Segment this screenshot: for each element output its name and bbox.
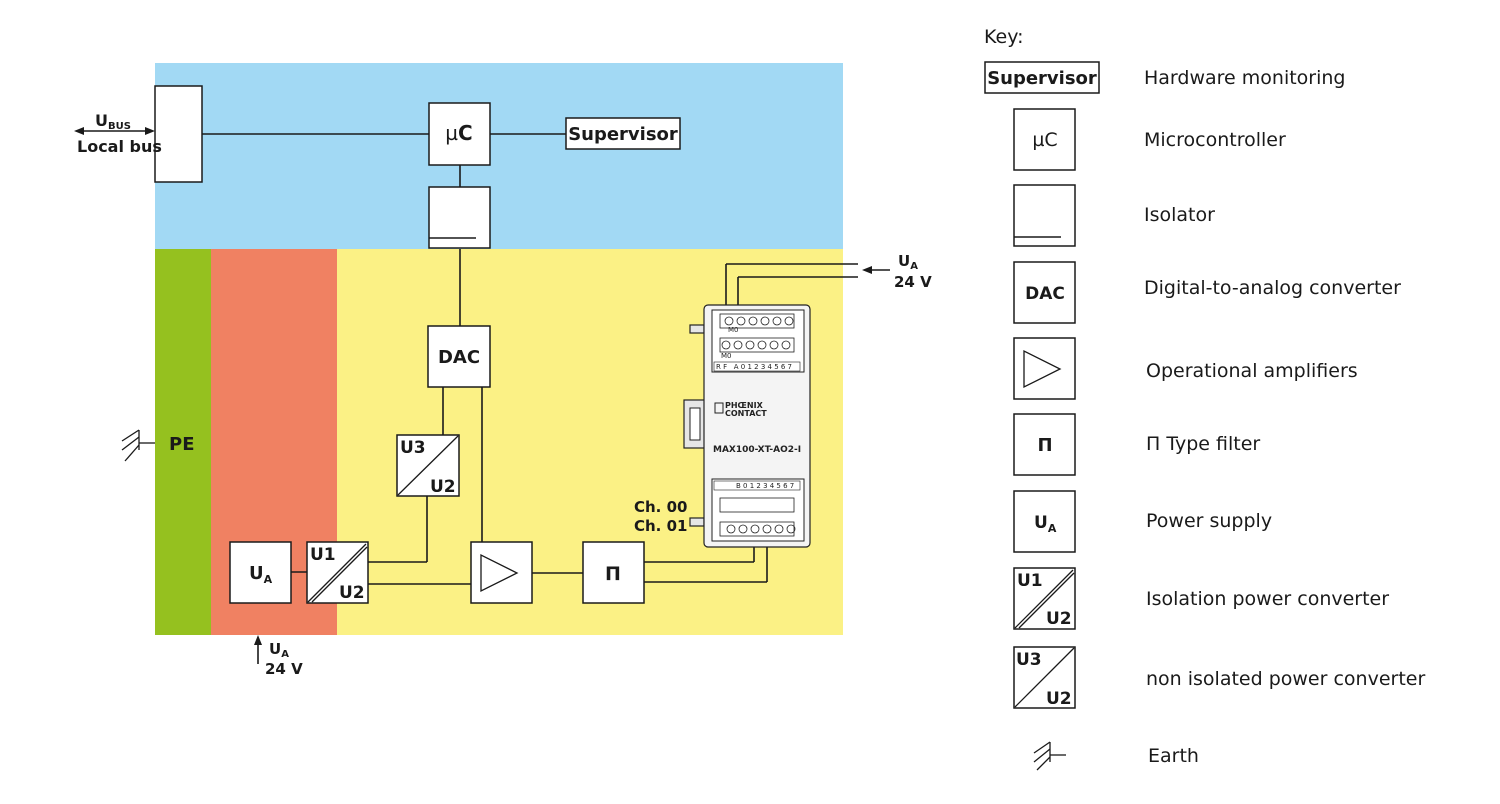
legend-label-opamp: Operational amplifiers	[1146, 360, 1358, 382]
local-bus-voltage: UBUS	[95, 111, 131, 132]
legend-opamp-symbol	[1013, 337, 1076, 400]
supply-right-arrow	[862, 266, 890, 274]
filter-label: Π	[605, 563, 621, 585]
svg-text:CONTACT: CONTACT	[725, 409, 767, 418]
filter-block	[582, 541, 645, 604]
svg-text:U2: U2	[1046, 609, 1072, 629]
svg-text:M0: M0	[721, 352, 732, 360]
svg-text:U3: U3	[1016, 650, 1042, 670]
legend-dac-symbol	[1013, 261, 1076, 324]
isolated-converter-bottom: U2	[339, 583, 365, 603]
legend-filter-symbol	[1013, 413, 1076, 476]
channel-label-01: Ch. 01	[634, 517, 687, 535]
local-bus-arrow	[74, 127, 155, 135]
svg-text:Supervisor: Supervisor	[987, 68, 1097, 89]
legend-label-earth: Earth	[1148, 745, 1199, 767]
local-bus-block	[154, 85, 203, 183]
power-supply-block	[229, 541, 292, 604]
legend-label-dac: Digital-to-analog converter	[1144, 277, 1401, 299]
earth-icon	[121, 429, 155, 462]
supply-bottom-voltage: 24 V	[265, 660, 303, 678]
logic-zone	[155, 63, 843, 249]
supply-bottom-arrow	[254, 635, 262, 664]
dac-label: DAC	[438, 347, 480, 368]
microcontroller-block	[428, 102, 491, 166]
svg-text:DAC: DAC	[1025, 284, 1065, 304]
dac-block	[427, 325, 491, 388]
channel-label-00: Ch. 00	[634, 498, 687, 516]
svg-text:Π: Π	[1037, 435, 1052, 456]
supply-right-label: UA	[898, 252, 918, 272]
svg-text:B 0 1 2 3 4 5 6 7: B 0 1 2 3 4 5 6 7	[736, 482, 794, 490]
svg-text:U2: U2	[1046, 689, 1072, 709]
legend-isolator-symbol	[1013, 184, 1076, 247]
legend-earth-icon	[1033, 741, 1066, 771]
svg-text:UA: UA	[1034, 513, 1057, 535]
legend-microcontroller-symbol	[1013, 108, 1076, 171]
pe-label: PE	[169, 434, 195, 455]
legend-label-microcontroller: Microcontroller	[1144, 129, 1286, 151]
opamp-block	[470, 541, 533, 604]
power-supply-label: UA	[249, 563, 273, 586]
legend-label-isolated-converter: Isolation power converter	[1146, 588, 1389, 610]
supervisor-block	[565, 117, 681, 150]
legend-label-nonisolated-converter: non isolated power converter	[1146, 668, 1425, 690]
legend-label-filter: Π Type filter	[1146, 433, 1260, 455]
legend-label-supervisor: Hardware monitoring	[1144, 67, 1346, 89]
legend-label-isolator: Isolator	[1144, 204, 1215, 226]
pe-zone	[155, 249, 211, 635]
svg-text:U1: U1	[1017, 571, 1043, 591]
svg-text:R F A 0 1 2 3 4 5 6 7: R F A 0 1 2 3 4 5 6 7	[716, 363, 792, 371]
isolator-block	[428, 186, 491, 249]
svg-text:µC: µC	[1032, 129, 1057, 151]
legend: Key: Supervisor Hardware monitoring µC M…	[984, 26, 1425, 771]
supervisor-label: Supervisor	[568, 124, 678, 145]
io-module-device: M0 M0 R F A 0 1 2 3 4 5 6 7 PHŒNIX CONTA…	[683, 304, 811, 548]
svg-text:PHŒNIX: PHŒNIX	[725, 401, 764, 410]
microcontroller-label: µC	[445, 121, 472, 145]
legend-supervisor-symbol	[984, 61, 1100, 94]
device-model-label: MAX100-XT-AO2-I	[713, 445, 801, 455]
supply-bottom-label: UA	[269, 640, 289, 660]
local-bus-label: Local bus	[77, 137, 162, 156]
isolated-converter-top: U1	[310, 545, 336, 565]
legend-label-power-supply: Power supply	[1146, 510, 1272, 532]
legend-title: Key:	[984, 26, 1023, 48]
supply-right-voltage: 24 V	[894, 273, 932, 291]
opamp-icon	[480, 553, 519, 593]
nonisolated-converter-top: U3	[400, 438, 426, 458]
svg-text:M0: M0	[728, 326, 739, 334]
legend-power-supply-symbol	[1013, 490, 1076, 553]
nonisolated-converter-bottom: U2	[430, 477, 456, 497]
